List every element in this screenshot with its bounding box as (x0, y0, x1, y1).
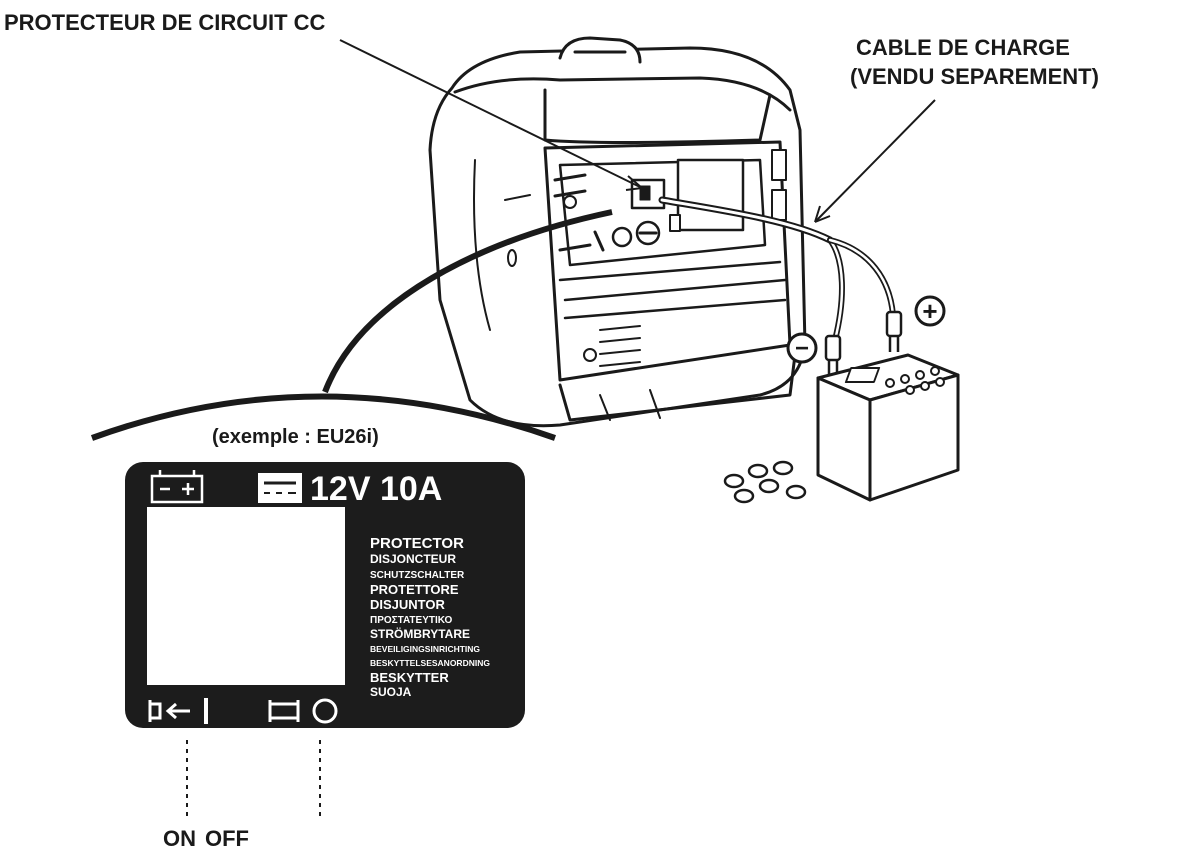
off-position-icon (268, 698, 338, 724)
protector-name-10: BESKYTTER (370, 670, 449, 685)
label-charge-cable-line2: (VENDU SEPAREMENT) (850, 64, 1099, 89)
protector-name-11: SUOJA (370, 685, 412, 699)
generator-illustration (428, 36, 807, 428)
dc-current-icon (258, 473, 302, 503)
battery-icon (150, 470, 204, 504)
battery-clamps (824, 310, 903, 378)
protector-name-8: BEVEILIGINGSINRICHTING (370, 644, 480, 654)
callout-connector (90, 209, 613, 441)
positive-terminal-symbol: + (914, 295, 946, 327)
protector-name-7: STRÖMBRYTARE (370, 626, 470, 641)
negative-terminal-symbol: − (786, 332, 818, 364)
charging-cable (658, 196, 896, 343)
positive-symbol-text: + (922, 296, 937, 326)
on-position-icon (148, 698, 208, 724)
protector-name-5: DISJUNTOR (370, 597, 445, 612)
battery-caps (723, 460, 807, 504)
protector-name-4: PROTETTORE (370, 582, 459, 597)
label-circuit-protector: PROTECTEUR DE CIRCUIT CC (4, 10, 326, 35)
plate-rating: 12V 10A (310, 470, 442, 508)
label-off: OFF (205, 826, 249, 851)
protector-name-1: PROTECTOR (370, 535, 464, 552)
breaker-label-plate: 12V 10A PROTECTOR DISJONCTEUR SCHUTZSCHA… (125, 462, 525, 728)
label-charge-cable-line1: CABLE DE CHARGE (856, 35, 1070, 60)
protector-name-6: ΠΡΟΣΤΑΤΕΥΤΙΚΟ (370, 615, 453, 626)
label-example-model: (exemple : EU26i) (212, 426, 379, 448)
switch-position-guides (186, 740, 321, 818)
protector-name-9: BESKYTTELSESANORDNING (370, 658, 490, 668)
protector-name-2: DISJONCTEUR (370, 552, 456, 566)
leader-lines (339, 39, 936, 223)
label-on: ON (163, 826, 196, 851)
negative-symbol-text: − (795, 335, 809, 362)
plate-window (147, 507, 345, 685)
protector-name-3: SCHUTZSCHALTER (370, 570, 465, 581)
battery (816, 353, 960, 502)
